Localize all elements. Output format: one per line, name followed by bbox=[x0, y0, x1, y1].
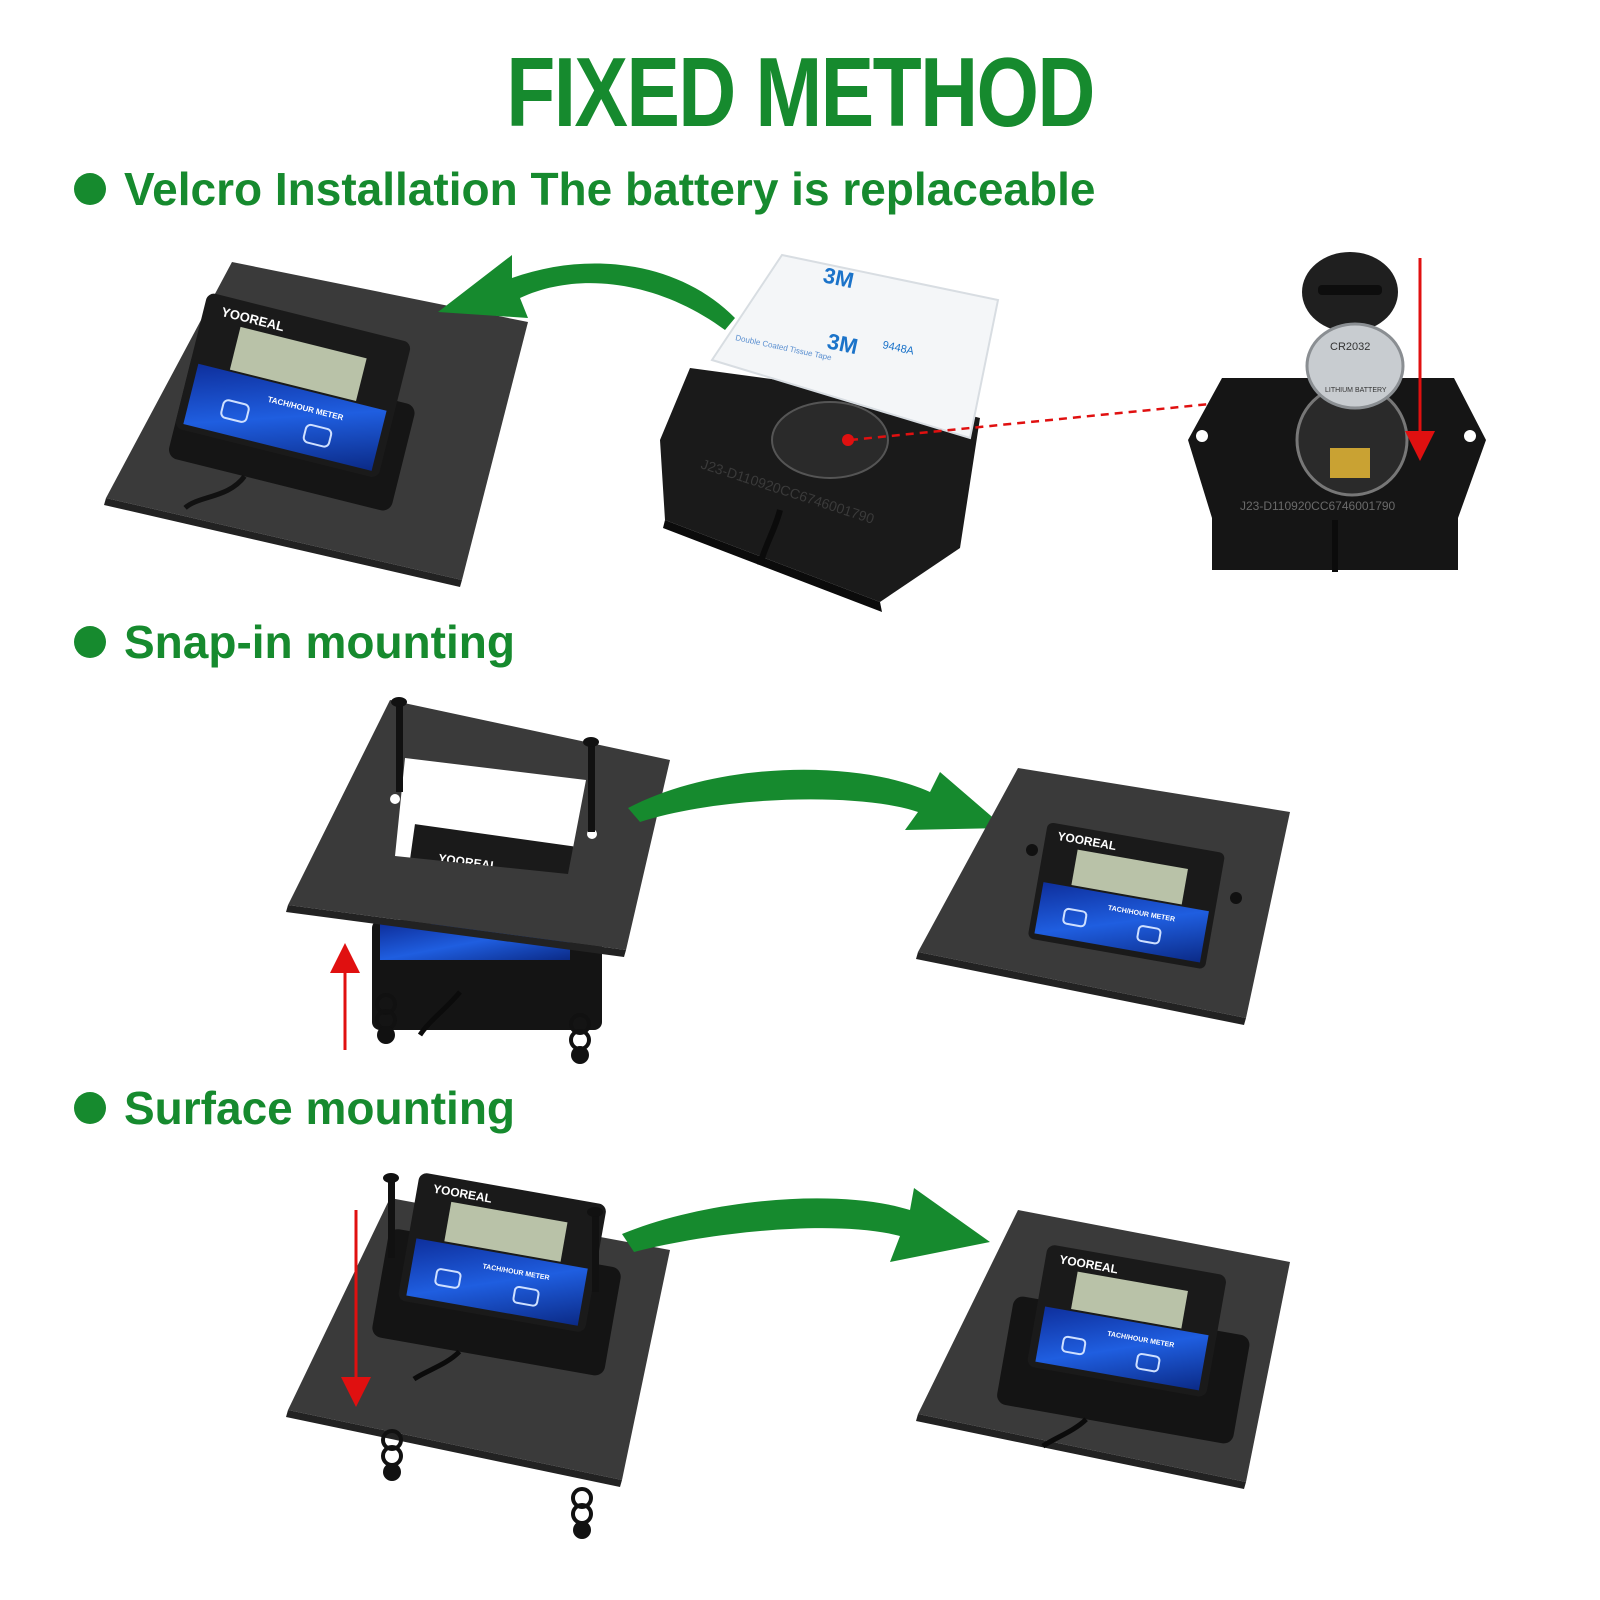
section-label-velcro: Velcro Installation The battery is repla… bbox=[124, 163, 1096, 215]
green-arrow bbox=[628, 769, 1005, 830]
nut-washer-icon bbox=[375, 993, 591, 1064]
svg-text:J23-D110920CC6746001790: J23-D110920CC6746001790 bbox=[1240, 499, 1396, 513]
meter-device: YOOREAL TACH/HOUR METER bbox=[997, 1245, 1250, 1449]
meter-device: YOOREAL TACH/HOUR METER bbox=[1028, 822, 1225, 969]
battery-lid-icon bbox=[1302, 252, 1398, 332]
3m-tape bbox=[710, 253, 1000, 440]
green-arrow bbox=[438, 255, 735, 330]
mode-button-icon bbox=[220, 399, 250, 423]
section-snap-in: Snap-in mounting bbox=[74, 615, 515, 669]
bullet-icon bbox=[74, 626, 106, 658]
bullet-icon bbox=[74, 1092, 106, 1124]
cable bbox=[183, 474, 247, 510]
battery-compartment: J23-D110920CC6746001790 bbox=[1188, 378, 1486, 572]
lcd-screen bbox=[229, 326, 367, 402]
battery-cover bbox=[771, 401, 889, 479]
meter-device: YOOREAL TACH/HOUR METER bbox=[372, 1173, 621, 1382]
meter-device: YOOREAL TACH/HOUR METER bbox=[168, 293, 415, 511]
red-dot-icon bbox=[842, 434, 854, 446]
battery-code: CR2032 bbox=[1330, 341, 1370, 353]
bullet-icon bbox=[74, 173, 106, 205]
setup-button-icon bbox=[302, 423, 333, 448]
nut-washer-icon bbox=[381, 1429, 593, 1539]
section-surface: Surface mounting bbox=[74, 1081, 515, 1135]
screw-icon bbox=[383, 1173, 603, 1292]
page-title: FIXED METHOD bbox=[506, 37, 1095, 147]
section-velcro: Velcro Installation The battery is repla… bbox=[74, 162, 1095, 216]
coin-cell-battery: CR2032 LITHIUM BATTERY bbox=[1305, 322, 1405, 410]
svg-text:3M: 3M bbox=[825, 328, 860, 359]
meter-back-with-tape: J23-D110920CC6746001790 3M 3M 9448A Doub… bbox=[660, 253, 1000, 612]
section-label-snap-in: Snap-in mounting bbox=[124, 616, 515, 668]
tape-brand: 3M bbox=[821, 262, 856, 293]
snap-in-plate-with-cutout bbox=[286, 700, 670, 957]
section-label-surface: Surface mounting bbox=[124, 1082, 516, 1134]
battery-contact-icon bbox=[1330, 448, 1370, 478]
red-dashed-line bbox=[849, 396, 1271, 442]
green-arrow bbox=[622, 1188, 990, 1262]
screw-icon bbox=[391, 697, 599, 832]
battery-text: LITHIUM BATTERY bbox=[1325, 387, 1387, 394]
